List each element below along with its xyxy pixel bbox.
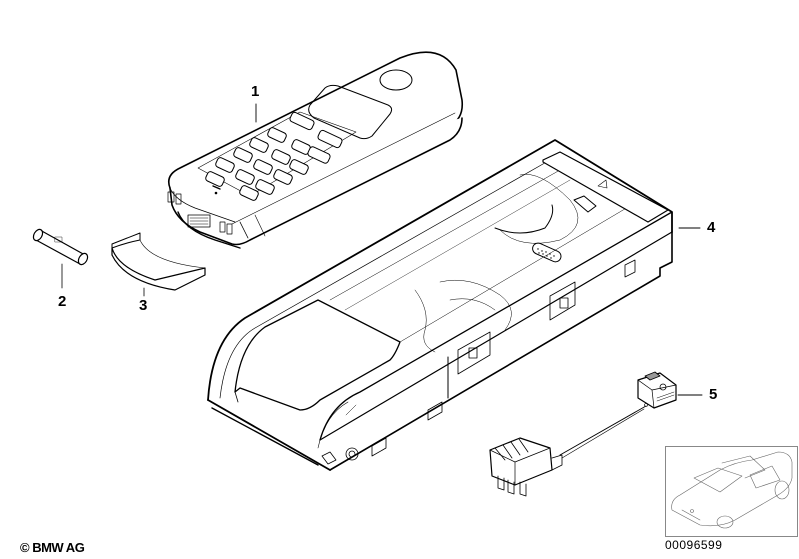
callout-1[interactable]: 1 — [251, 83, 260, 100]
part-3-cover-cap[interactable] — [111, 232, 206, 297]
callout-4[interactable]: 4 — [707, 219, 716, 236]
copyright-label: © BMW AG — [20, 540, 85, 555]
vehicle-thumbnail-car — [671, 451, 793, 529]
part-2-pin[interactable] — [32, 228, 90, 289]
leader-lines — [255, 103, 703, 396]
part-5-connector-cable[interactable] — [489, 371, 677, 497]
part-1-handset[interactable] — [167, 51, 464, 249]
part-4-cradle[interactable] — [207, 139, 673, 471]
diagram-id: 00096599 — [665, 538, 723, 552]
callout-2[interactable]: 2 — [58, 293, 67, 310]
callout-5[interactable]: 5 — [709, 386, 718, 403]
callout-3[interactable]: 3 — [139, 297, 148, 314]
